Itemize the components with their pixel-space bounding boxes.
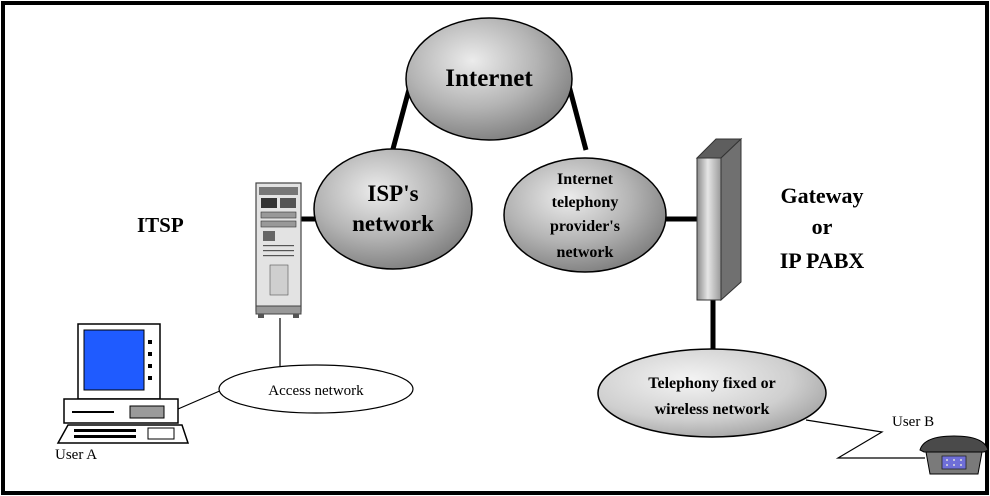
itsp-label: ITSP bbox=[137, 213, 184, 237]
itp-label-line3: provider's bbox=[550, 218, 620, 235]
isp-network-label-line1: ISP's bbox=[367, 181, 418, 206]
gateway-label-line1: Gateway bbox=[780, 183, 863, 208]
internet-label: Internet bbox=[445, 65, 533, 92]
user-b-label: User B bbox=[892, 414, 934, 430]
thick-links bbox=[300, 81, 716, 352]
internet-cloud: Internet bbox=[405, 17, 573, 141]
telephone-icon bbox=[919, 435, 989, 475]
link-telephony-phone bbox=[805, 419, 925, 459]
itp-network-node: Internet telephony provider's network bbox=[503, 157, 667, 273]
itp-label-line4: network bbox=[557, 244, 614, 261]
telephony-label-line1: Telephony fixed or bbox=[648, 375, 775, 392]
access-network-label: Access network bbox=[268, 383, 364, 399]
link-computer-access bbox=[177, 389, 223, 410]
telephony-label-line2: wireless network bbox=[655, 401, 770, 418]
gateway-label-line3: IP PABX bbox=[780, 248, 865, 273]
link-internet-itp bbox=[565, 81, 589, 151]
desktop-computer-icon bbox=[56, 323, 190, 444]
user-a-label: User A bbox=[55, 447, 97, 463]
telephony-network-node: Telephony fixed or wireless network bbox=[597, 348, 827, 438]
gateway-label-line2: or bbox=[812, 214, 833, 239]
server-tower-icon bbox=[255, 182, 302, 318]
itp-label-line2: telephony bbox=[552, 194, 619, 211]
access-network-node: Access network bbox=[218, 364, 414, 414]
isp-network-label-line2: network bbox=[352, 211, 434, 236]
isp-network-node: ISP's network bbox=[313, 148, 473, 270]
itp-label-line1: Internet bbox=[557, 171, 614, 188]
link-internet-isp bbox=[387, 81, 414, 161]
thin-links bbox=[177, 318, 925, 459]
gateway-box-icon bbox=[695, 137, 743, 302]
